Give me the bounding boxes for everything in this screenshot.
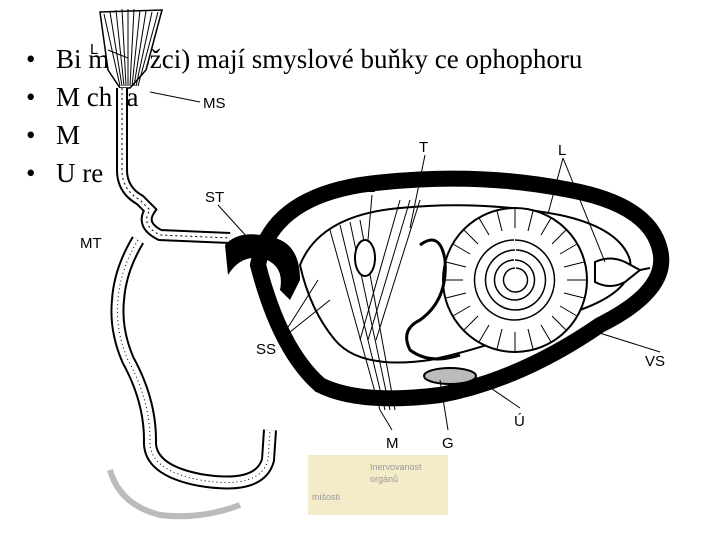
inset-caption-2: orgánů xyxy=(370,474,398,484)
label-L-right: L xyxy=(558,142,566,159)
inset-caption-3: mišosti xyxy=(312,492,340,502)
label-U: Ú xyxy=(514,413,525,430)
label-G: G xyxy=(442,435,454,452)
inset-caption-1: Inervovanost xyxy=(370,462,422,472)
brachiopod-section xyxy=(225,179,661,410)
label-M: M xyxy=(386,435,399,452)
label-MT: MT xyxy=(80,235,102,252)
label-SS: SS xyxy=(256,341,276,358)
label-VS: VS xyxy=(645,353,665,370)
label-ST: ST xyxy=(205,189,224,206)
label-Z: Z xyxy=(366,179,375,196)
label-L-top: L xyxy=(90,41,98,58)
label-MS: MS xyxy=(203,95,226,112)
tube-worm-illustration xyxy=(100,9,270,516)
label-T: T xyxy=(419,139,428,156)
inset-panel: Inervovanost orgánů mišosti xyxy=(308,455,448,515)
